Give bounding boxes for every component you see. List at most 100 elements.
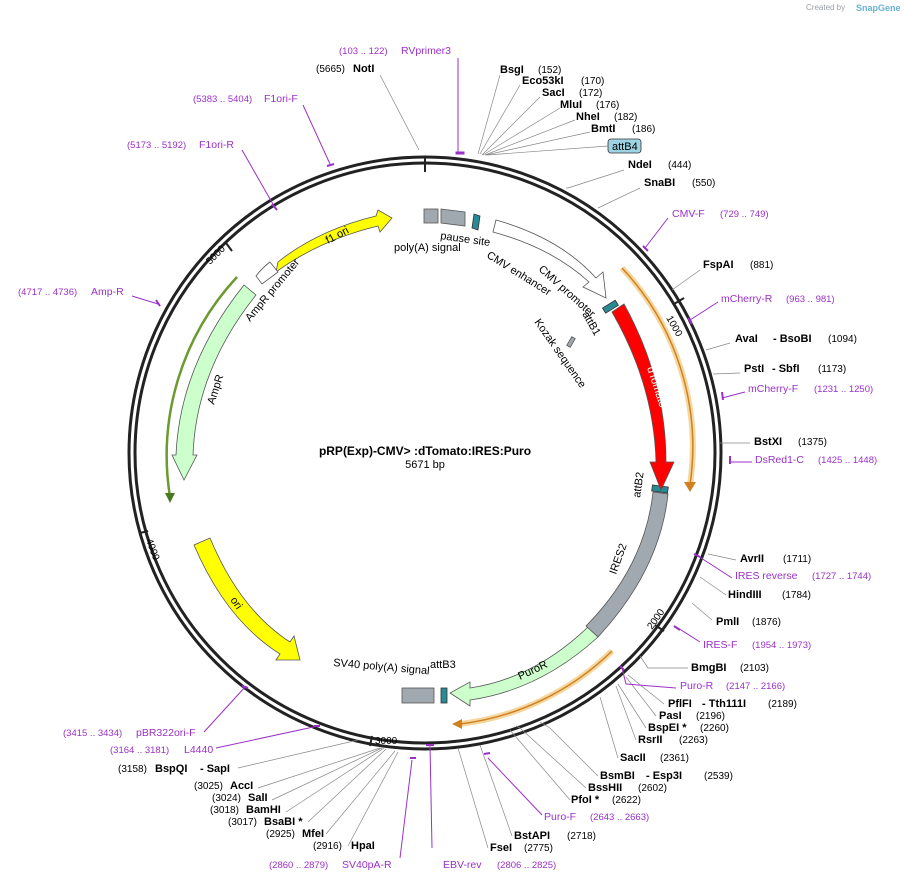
primer-name-pbr322ori-f[interactable]: pBR322ori-F	[136, 727, 196, 739]
primer-name-ires-f[interactable]: IRES-F	[703, 639, 737, 651]
feature-polya-1[interactable]	[423, 208, 439, 224]
orf-dtomato-head	[684, 482, 696, 492]
tick-1000	[673, 297, 685, 305]
feature-f1-ori[interactable]	[275, 209, 393, 273]
feature-ampr-promoter[interactable]	[255, 261, 279, 285]
site-name-esp3i[interactable]: - Esp3I	[646, 770, 682, 782]
site-name-bmgbi[interactable]: BmgBI	[691, 662, 726, 674]
leader-snabi	[597, 187, 641, 209]
leader-bspei	[617, 683, 647, 729]
primer-name-amp-r[interactable]: Amp-R	[91, 286, 124, 298]
site-name-bspqi[interactable]: BspQI	[155, 763, 187, 775]
primer-name-f1ori-f[interactable]: F1ori-F	[264, 93, 298, 105]
site-name-rsrii[interactable]: RsrII	[638, 734, 662, 746]
leader-sali	[271, 747, 383, 801]
primer-name-puro-f[interactable]: Puro-F	[544, 811, 576, 823]
primer-name-mcherry-f[interactable]: mCherry-F	[748, 383, 798, 395]
site-name-sbfi[interactable]: - SbfI	[772, 363, 800, 375]
feature-dtomato[interactable]	[611, 303, 675, 492]
site-name-mlui[interactable]: MluI	[560, 99, 582, 111]
site-pos-hpai: (2916)	[313, 841, 342, 852]
primer-range-ires-f: (1954 .. 1973)	[752, 640, 811, 651]
leader-attb4	[486, 145, 609, 156]
site-name-bsshii[interactable]: BssHII	[588, 782, 622, 794]
leader-bspqi	[237, 739, 359, 769]
site-name-fsei[interactable]: FseI	[490, 842, 512, 854]
primer-leader-puro-f	[487, 757, 543, 816]
leader-mlui	[482, 107, 561, 156]
site-name-nhei[interactable]: NheI	[576, 111, 600, 123]
primer-leader-ebv-rev	[429, 744, 433, 849]
leader-rsrii	[615, 685, 637, 741]
site-name-pflfi[interactable]: PflFI	[668, 698, 692, 710]
primer-range-puro-r: (2147 .. 2166)	[726, 681, 785, 692]
site-name-sapi[interactable]: - SapI	[200, 763, 230, 775]
site-name-pmli[interactable]: PmlI	[716, 616, 739, 628]
feature-puror[interactable]	[449, 624, 599, 707]
feature-pause-site[interactable]	[471, 213, 481, 231]
primer-name-cmv-f[interactable]: CMV-F	[672, 208, 705, 220]
leader-nhei	[484, 119, 576, 156]
primer-name-mcherry-r[interactable]: mCherry-R	[721, 293, 773, 305]
primer-name-f1ori-r[interactable]: F1ori-R	[199, 139, 234, 151]
site-pos-bmti: (186)	[632, 124, 655, 135]
site-name-pfoi[interactable]: PfoI *	[571, 794, 600, 806]
feature-label-attb2: attB2	[631, 471, 646, 498]
leader-hindiii	[699, 576, 727, 596]
site-name-bsgi[interactable]: BsgI	[500, 64, 524, 76]
feature-ires2[interactable]	[585, 491, 669, 638]
primer-range-f1ori-f: (5383 .. 5404)	[193, 94, 252, 105]
site-name-bmti[interactable]: BmtI	[591, 123, 615, 135]
site-name-avai[interactable]: AvaI	[735, 333, 758, 345]
feature-attb1[interactable]	[601, 299, 619, 314]
primer-name-ebv-rev[interactable]: EBV-rev	[443, 859, 482, 871]
site-name-eco53ki[interactable]: Eco53kI	[522, 75, 564, 87]
site-name-bstapi[interactable]: BstAPI	[514, 830, 550, 842]
site-name-saci[interactable]: SacI	[542, 87, 565, 99]
feature-polya-2[interactable]	[440, 208, 466, 227]
site-name-pasi[interactable]: PasI	[659, 710, 682, 722]
leader-pfoi	[509, 729, 571, 801]
primer-name-puro-r[interactable]: Puro-R	[680, 680, 714, 692]
site-name-acci[interactable]: AccI	[230, 780, 253, 792]
primer-name-ires-reverse[interactable]: IRES reverse	[735, 570, 798, 582]
primer-range-cmv-f: (729 .. 749)	[720, 209, 769, 220]
primer-range-f1ori-r: (5173 .. 5192)	[127, 140, 186, 151]
site-name-bsabi[interactable]: BsaBI *	[264, 816, 303, 828]
feature-ori[interactable]	[193, 537, 301, 661]
site-name-sali[interactable]: SalI	[248, 792, 268, 804]
site-name-bstxi[interactable]: BstXI	[754, 436, 782, 448]
site-pos-bsabi: (3017)	[228, 817, 257, 828]
feature-ampr[interactable]	[171, 284, 257, 481]
feature-attb3[interactable]	[440, 687, 448, 704]
site-name-sacii[interactable]: SacII	[620, 752, 646, 764]
feature-kozak[interactable]	[566, 336, 576, 348]
site-name-psti[interactable]: PstI	[744, 363, 764, 375]
site-name-bamhi[interactable]: BamHI	[246, 804, 281, 816]
site-name-bsobi[interactable]: - BsoBI	[773, 333, 812, 345]
primer-name-l4440[interactable]: L4440	[184, 744, 213, 756]
feature-sv40-polya[interactable]	[401, 687, 435, 704]
site-name-bspei[interactable]: BspEI *	[648, 722, 687, 734]
site-name-hpai[interactable]: HpaI	[351, 840, 375, 852]
leader-ndei	[566, 169, 625, 189]
site-name-avrii[interactable]: AvrII	[740, 553, 764, 565]
site-name-hindiii[interactable]: HindIII	[728, 589, 762, 601]
site-pos-bstxi: (1375)	[798, 437, 827, 448]
primer-name-dsred1-c[interactable]: DsRed1-C	[755, 454, 804, 466]
site-pos-pasi: (2196)	[696, 711, 725, 722]
site-name-bsmbi[interactable]: BsmBI	[600, 770, 635, 782]
site-name-ndei[interactable]: NdeI	[628, 159, 652, 171]
primer-leaders	[131, 58, 752, 859]
site-pos-bsobi: (1094)	[828, 334, 857, 345]
site-name-mfei[interactable]: MfeI	[302, 828, 324, 840]
site-name-fspai[interactable]: FspAI	[703, 259, 734, 271]
feature-cmv[interactable]	[492, 219, 607, 299]
site-name-tth111i[interactable]: - Tth111I	[702, 698, 746, 710]
site-labels: (5665) NotI BsgI (152) Eco53kI (170) Sac…	[118, 63, 857, 854]
site-name-noti[interactable]: NotI	[353, 63, 374, 75]
primer-name-sv40pa-r[interactable]: SV40pA-R	[342, 859, 392, 871]
site-name-snabi[interactable]: SnaBI	[644, 177, 675, 189]
site-pos-bsshii: (2602)	[638, 783, 667, 794]
primer-name-rvprimer3[interactable]: RVprimer3	[401, 45, 451, 57]
